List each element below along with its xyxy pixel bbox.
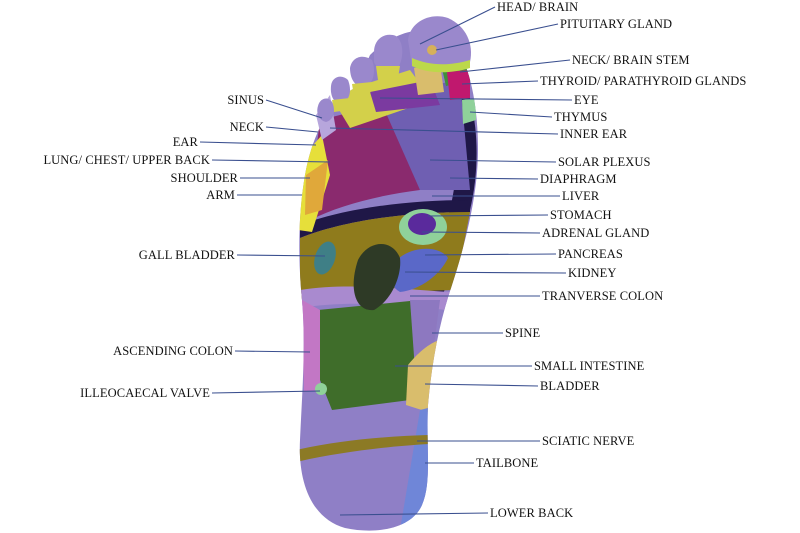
label-neck: NECK <box>230 120 264 134</box>
labels-left: SINUS NECK EAR LUNG/ CHEST/ UPPER BACK S… <box>43 93 264 400</box>
label-transverse-colon: TRANVERSE COLON <box>542 289 663 303</box>
label-gall-bladder: GALL BLADDER <box>139 248 236 262</box>
label-thyroid-parathyroid: THYROID/ PARATHYROID GLANDS <box>540 74 746 88</box>
parathyroid-zone <box>447 70 470 100</box>
label-shoulder: SHOULDER <box>171 171 239 185</box>
fourth-toe-base <box>332 98 350 112</box>
label-solar-plexus: SOLAR PLEXUS <box>558 155 651 169</box>
kidney-zone <box>389 248 448 292</box>
label-spine: SPINE <box>505 326 540 340</box>
label-thymus: THYMUS <box>554 110 607 124</box>
third-toe-base <box>352 82 372 96</box>
adrenal-gland <box>408 213 436 235</box>
toes <box>317 16 472 122</box>
fifth-toe <box>317 98 334 122</box>
label-eye: EYE <box>574 93 599 107</box>
big-toe <box>408 16 472 71</box>
label-tailbone: TAILBONE <box>476 456 539 470</box>
label-ear: EAR <box>173 135 199 149</box>
kidney-dark <box>353 243 401 311</box>
label-liver: LIVER <box>562 189 600 203</box>
illeocaecal-valve-zone <box>315 383 327 395</box>
label-inner-ear: INNER EAR <box>560 127 628 141</box>
third-toe <box>350 56 374 88</box>
sciatic-nerve-band <box>299 435 430 462</box>
shoulder-orange <box>305 160 328 215</box>
label-sinus: SINUS <box>227 93 264 107</box>
label-stomach: STOMACH <box>550 208 612 222</box>
label-small-intestine: SMALL INTESTINE <box>534 359 645 373</box>
label-diaphragm: DIAPHRAGM <box>540 172 617 186</box>
label-pancreas: PANCREAS <box>558 247 623 261</box>
label-head-brain: HEAD/ BRAIN <box>497 0 578 14</box>
label-lung-chest-upper-back: LUNG/ CHEST/ UPPER BACK <box>43 153 210 167</box>
label-kidney: KIDNEY <box>568 266 617 280</box>
foot-sole <box>299 30 478 531</box>
second-toe-base <box>376 66 400 80</box>
labels-right: HEAD/ BRAIN PITUITARY GLAND NECK/ BRAIN … <box>476 0 746 520</box>
pituitary-dot <box>427 45 437 55</box>
big-toe-green <box>412 58 470 73</box>
label-pituitary-gland: PITUITARY GLAND <box>560 17 672 31</box>
label-neck-brain-stem: NECK/ BRAIN STEM <box>572 53 690 67</box>
label-sciatic-nerve: SCIATIC NERVE <box>542 434 635 448</box>
gall-bladder-zone <box>314 241 336 275</box>
ascending-colon-zone <box>302 300 320 392</box>
label-adrenal-gland: ADRENAL GLAND <box>542 226 649 240</box>
label-arm: ARM <box>206 188 235 202</box>
label-lower-back: LOWER BACK <box>490 506 573 520</box>
label-bladder: BLADDER <box>540 379 600 393</box>
leader-lines-right <box>329 6 573 516</box>
colon-zone <box>318 300 425 410</box>
thymus-zone <box>462 98 476 124</box>
label-ascending-colon: ASCENDING COLON <box>113 344 233 358</box>
label-illeocaecal-valve: ILLEOCAECAL VALVE <box>80 386 210 400</box>
second-toe <box>374 34 403 72</box>
leader-lines-left <box>199 99 331 394</box>
fourth-toe <box>330 76 350 104</box>
